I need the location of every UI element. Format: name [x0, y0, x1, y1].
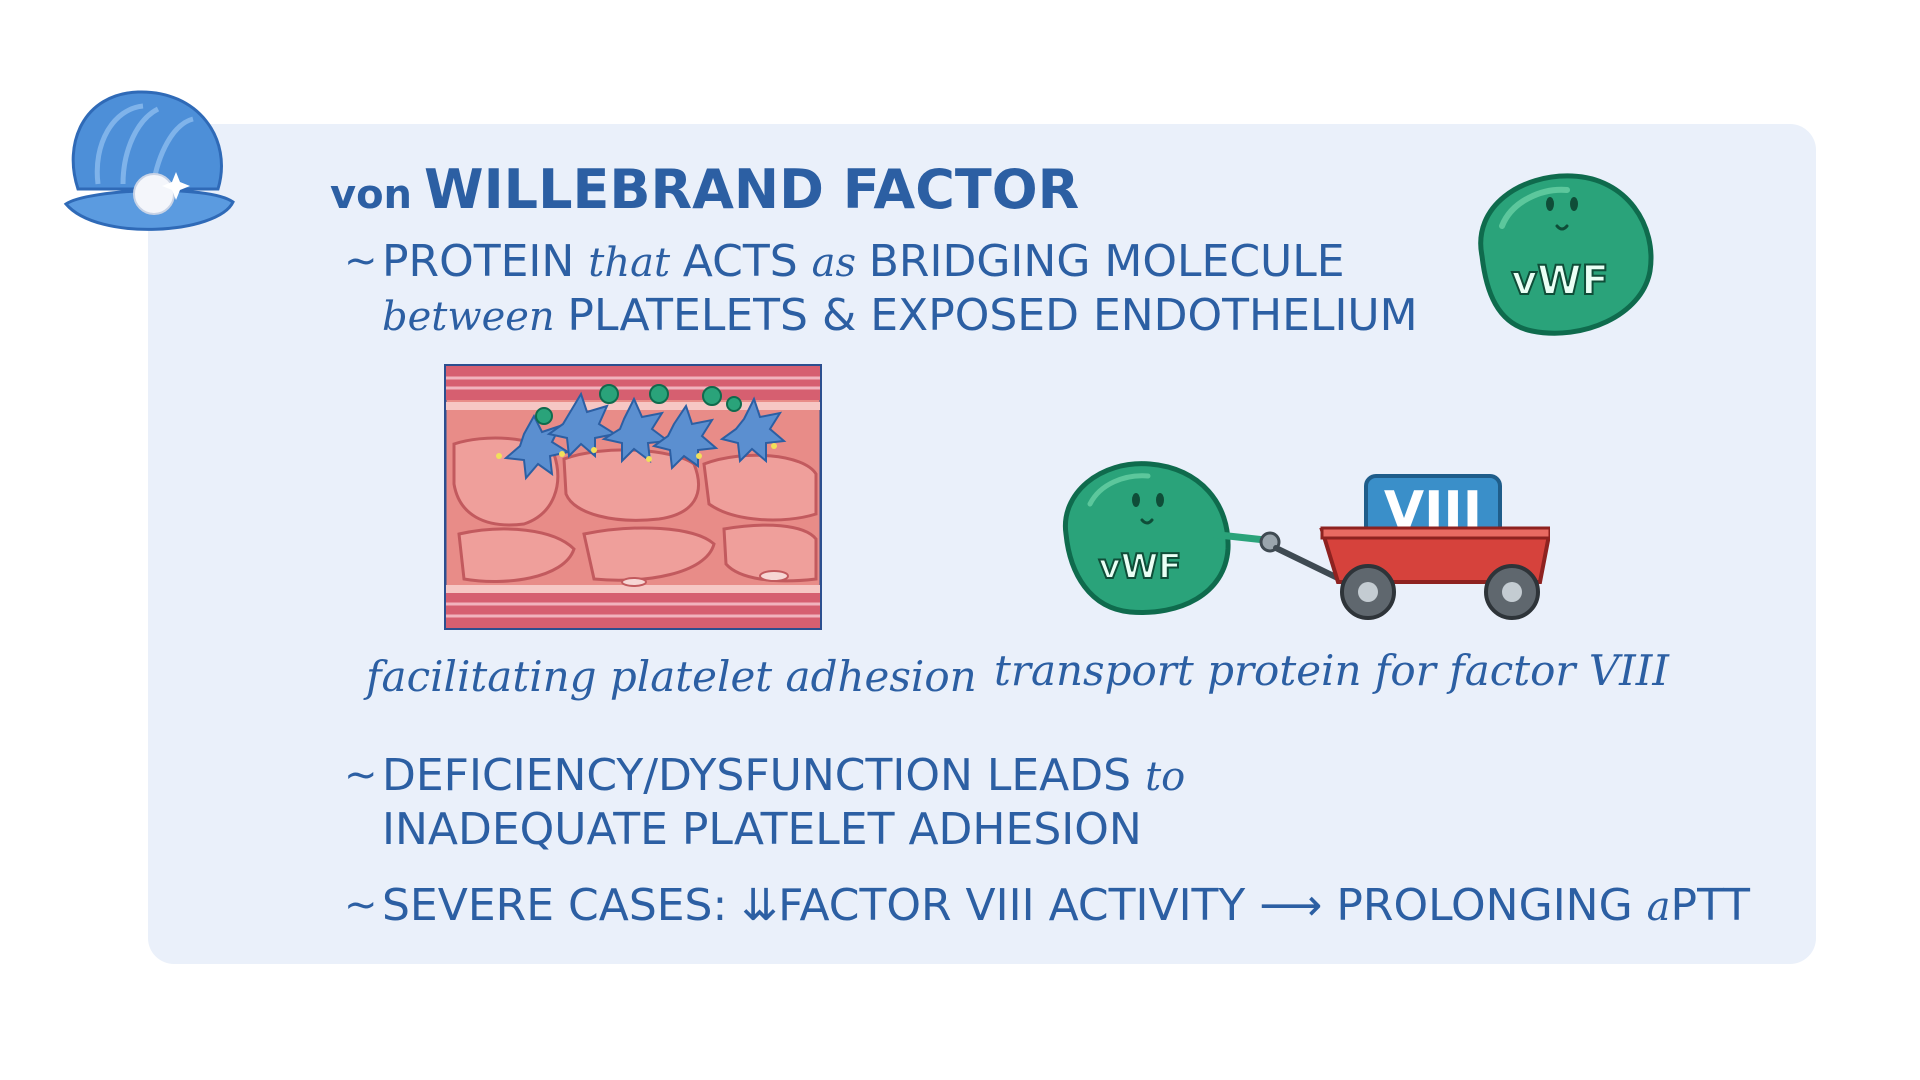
bullet-bridging-line1: ~ PROTEIN that ACTS as BRIDGING MOLECULE — [344, 234, 1345, 291]
vwf-wagon-illustration: vWF VIII — [1062, 461, 1550, 620]
pearl-shell-icon — [63, 90, 235, 231]
bullet-text: FACTOR VIII ACTIVITY — [778, 880, 1260, 931]
caption-transport-protein: transport protein for factor VIII — [994, 646, 1669, 695]
bullet-text: that — [588, 240, 683, 286]
bullet-marker: ~ — [344, 752, 378, 798]
caption-platelet-adhesion: facilitating platelet adhesion — [366, 652, 977, 701]
bullet-marker: ~ — [344, 238, 378, 284]
bullet-text: to — [1145, 754, 1186, 800]
bullet-severe-cases: ~ SEVERE CASES: ⇊FACTOR VIII ACTIVITY ⟶ … — [344, 878, 1751, 935]
vwf-label: vWF — [1099, 547, 1182, 587]
double-down-arrow-icon: ⇊ — [741, 880, 779, 931]
vwf-label: vWF — [1511, 258, 1609, 304]
bullet-text: BRIDGING MOLECULE — [868, 236, 1345, 287]
right-arrow-icon: ⟶ — [1259, 880, 1323, 931]
bullet-text: PROLONGING — [1322, 880, 1647, 931]
bullet-text: INADEQUATE PLATELET ADHESION — [382, 804, 1142, 855]
bullet-text: SEVERE CASES: — [382, 880, 742, 931]
bullet-bridging-line2: between PLATELETS & EXPOSED ENDOTHELIUM — [382, 288, 1418, 345]
vwf-blob-icon: vWF — [1062, 461, 1231, 615]
wagon-icon: VIII — [1206, 474, 1550, 620]
bullet-text: ACTS — [682, 236, 812, 287]
title-main: WILLEBRAND FACTOR — [424, 158, 1080, 221]
vessel-endothelium-illustration — [444, 364, 822, 630]
bullet-text: DEFICIENCY/DYSFUNCTION LEADS — [382, 750, 1146, 801]
bullet-text: PLATELETS & EXPOSED ENDOTHELIUM — [567, 290, 1418, 341]
bullet-marker: ~ — [344, 882, 378, 928]
bullet-text: as — [811, 240, 869, 286]
bullet-text: PROTEIN — [382, 236, 589, 287]
title-prefix: von — [330, 172, 413, 218]
bullet-deficiency-line2: INADEQUATE PLATELET ADHESION — [382, 802, 1142, 857]
bullet-text: a — [1646, 884, 1671, 930]
bullet-text: PTT — [1670, 880, 1751, 931]
bullet-deficiency-line1: ~ DEFICIENCY/DYSFUNCTION LEADS to — [344, 748, 1186, 805]
vwf-blob-icon: vWF — [1478, 173, 1654, 336]
bullet-text: between — [382, 294, 568, 340]
